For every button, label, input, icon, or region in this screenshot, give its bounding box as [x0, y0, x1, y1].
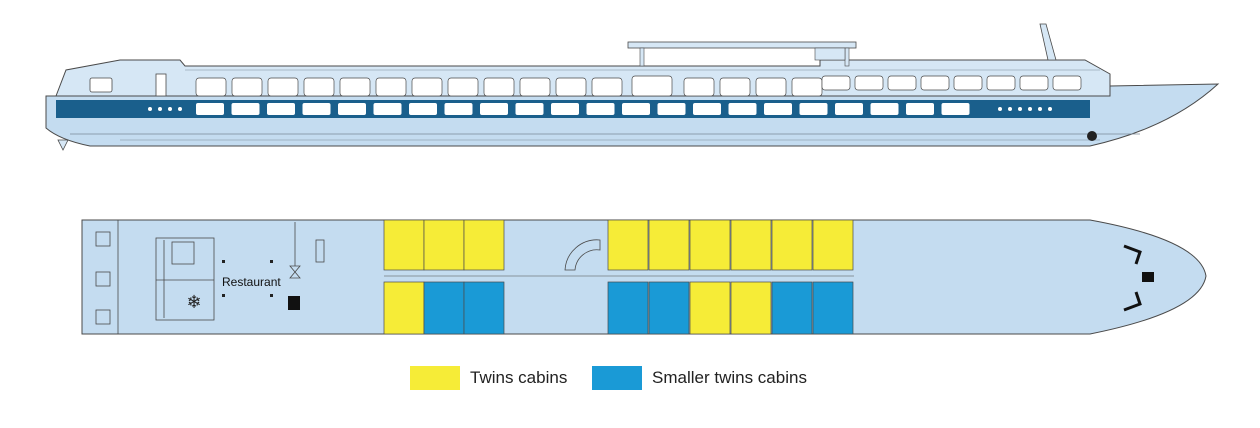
window — [799, 103, 828, 115]
window — [728, 103, 757, 115]
sun-deck-canopy — [627, 41, 857, 49]
window — [338, 103, 366, 115]
window — [906, 103, 934, 115]
cabin-twins — [648, 219, 690, 271]
window — [231, 77, 263, 97]
window — [755, 77, 787, 97]
window — [409, 103, 437, 115]
propeller-icon — [57, 139, 69, 151]
cabin-twins — [463, 219, 505, 271]
window — [195, 77, 227, 97]
window — [551, 103, 579, 115]
window — [953, 75, 983, 91]
window — [821, 75, 851, 91]
window — [555, 77, 587, 97]
portholes — [148, 107, 1052, 111]
window — [887, 75, 917, 91]
window — [941, 103, 970, 115]
anchor-icon — [1087, 131, 1097, 141]
window — [920, 75, 950, 91]
mast — [1039, 23, 1057, 61]
window — [657, 103, 686, 115]
window — [1052, 75, 1082, 91]
window — [519, 77, 551, 97]
legend-twins: Twins cabins — [410, 366, 567, 390]
cabin-smaller — [607, 281, 649, 335]
cabin-twins — [689, 281, 731, 335]
bow-fitting — [1123, 291, 1142, 312]
bow-fitting — [1123, 244, 1142, 265]
cabin-twins — [771, 219, 813, 271]
smaller-label: Smaller twins cabins — [652, 368, 807, 387]
deck-plan: ❄ Restaurant — [81, 219, 1207, 335]
window — [986, 75, 1016, 91]
window — [373, 103, 402, 115]
window — [854, 75, 884, 91]
window — [480, 103, 508, 115]
stair-icon — [289, 265, 301, 279]
cabin-twins — [812, 219, 854, 271]
window — [339, 77, 371, 97]
cabin-twins — [730, 219, 772, 271]
cabins — [383, 219, 854, 335]
cabin-twins — [607, 219, 649, 271]
window — [303, 77, 335, 97]
cabin-twins — [383, 219, 425, 271]
ship-side-profile — [45, 23, 1220, 151]
window — [515, 103, 544, 115]
cabin-twins — [423, 219, 465, 271]
window — [693, 103, 721, 115]
window — [631, 75, 673, 97]
smaller-swatch — [592, 366, 642, 390]
window — [683, 77, 715, 97]
window — [231, 103, 260, 115]
window — [196, 103, 224, 115]
window — [267, 103, 295, 115]
galley — [155, 237, 215, 321]
cabin-smaller — [648, 281, 690, 335]
cabin-twins — [383, 281, 425, 335]
window — [622, 103, 650, 115]
window — [870, 103, 899, 115]
window — [1019, 75, 1049, 91]
snowflake-icon: ❄ — [186, 292, 201, 312]
cabin-twins — [689, 219, 731, 271]
lower-windows — [196, 103, 970, 115]
window — [835, 103, 863, 115]
window — [444, 103, 473, 115]
window — [586, 103, 615, 115]
cabin-smaller — [812, 281, 854, 335]
window — [411, 77, 443, 97]
twins-swatch — [410, 366, 460, 390]
window — [764, 103, 792, 115]
window — [375, 77, 407, 97]
spiral-staircase — [564, 239, 601, 271]
restaurant-label: Restaurant — [222, 275, 281, 289]
deck-hull — [81, 219, 1207, 335]
window — [483, 77, 515, 97]
window — [267, 77, 299, 97]
cabin-smaller — [463, 281, 505, 335]
window — [791, 77, 823, 97]
window — [591, 77, 623, 97]
window — [302, 103, 331, 115]
legend-smaller: Smaller twins cabins — [592, 366, 807, 390]
window — [719, 77, 751, 97]
cabin-smaller — [771, 281, 813, 335]
cabin-smaller — [423, 281, 465, 335]
twins-label: Twins cabins — [470, 368, 568, 387]
cabin-twins — [730, 281, 772, 335]
upper-windows — [195, 75, 1082, 97]
window — [447, 77, 479, 97]
